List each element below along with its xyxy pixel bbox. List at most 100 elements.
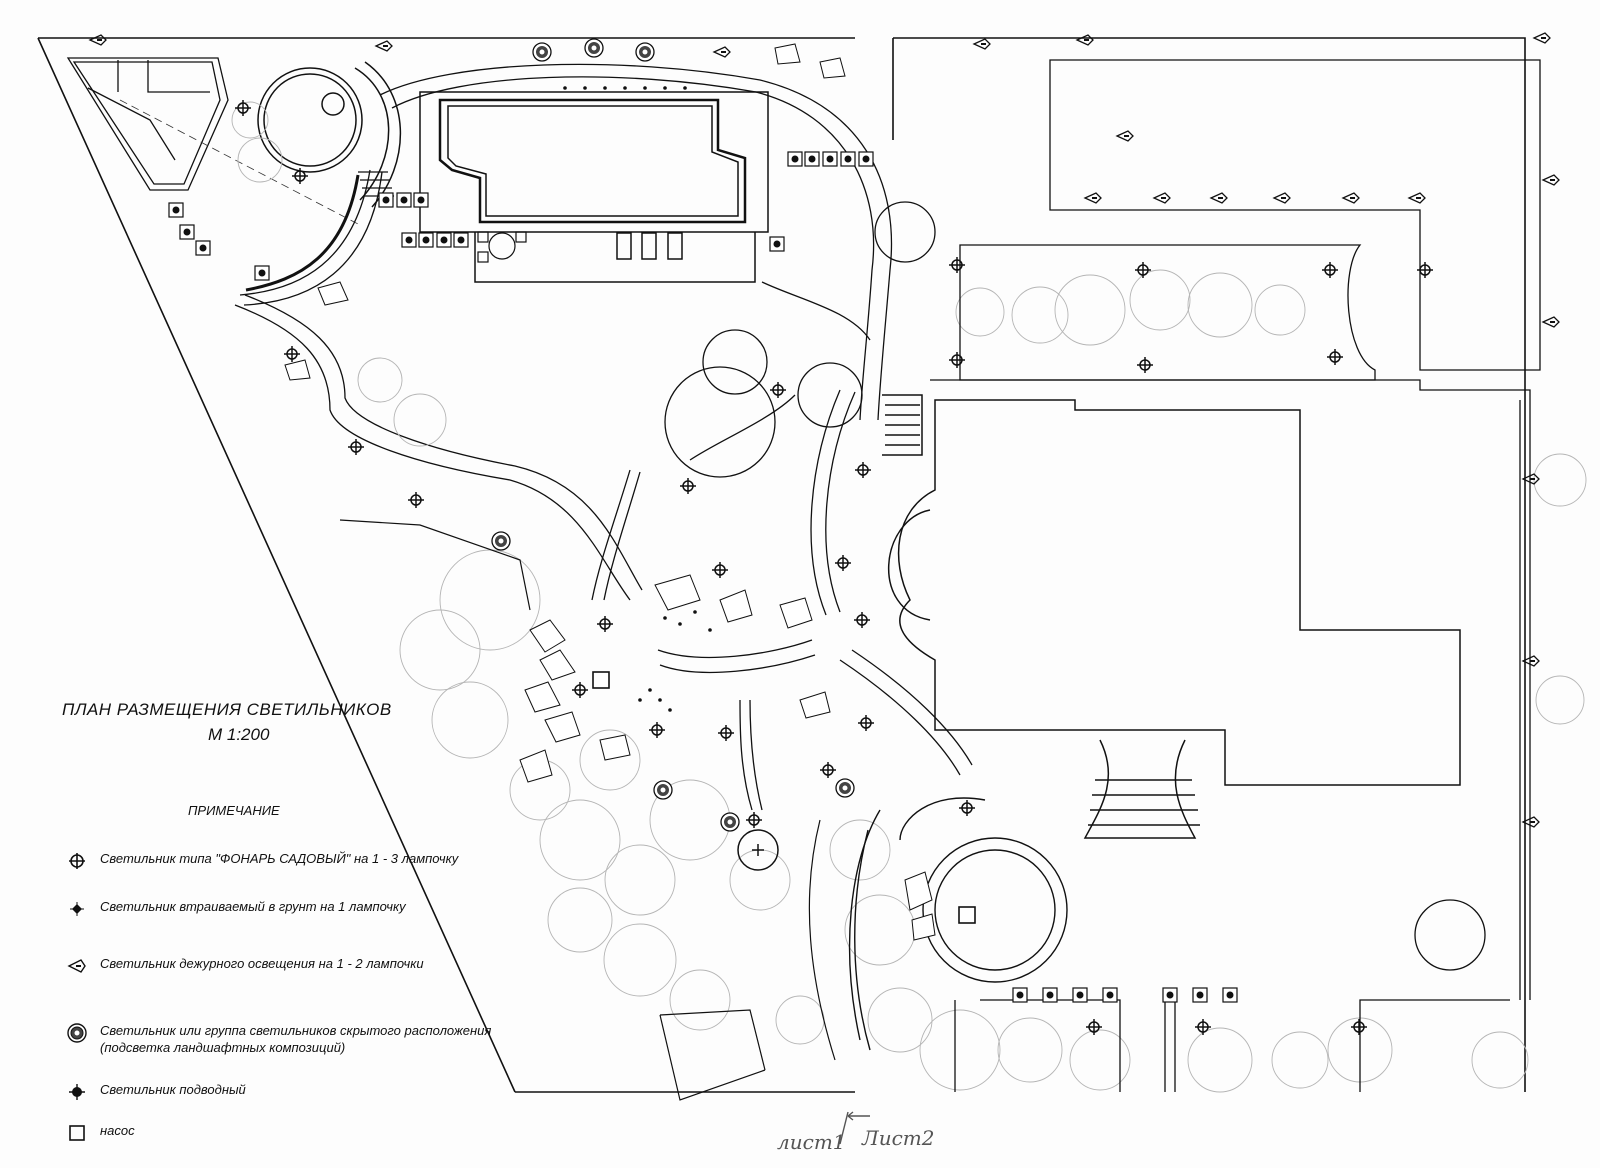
boxed-light-symbol	[168, 202, 184, 218]
legend-row-underwater: Светильник подводный	[66, 1081, 246, 1103]
garden-lantern-symbol	[820, 762, 836, 778]
circular-plaza	[848, 797, 1068, 1051]
site-boundary	[37, 37, 1526, 1093]
standby-light-symbol	[1521, 816, 1540, 828]
underwater-light-icon	[69, 1084, 85, 1100]
standby-light-symbol	[1115, 130, 1134, 142]
boxed-light-symbol	[378, 192, 394, 208]
garden-lantern-symbol	[1086, 1019, 1102, 1035]
boxed-light-symbol	[436, 232, 452, 248]
garden-lantern-symbol	[718, 725, 734, 741]
garden-lantern-symbol	[949, 257, 965, 273]
in-ground-light-icon	[70, 902, 84, 916]
standby-light-symbol	[88, 34, 107, 46]
boxed-light-symbol	[822, 151, 838, 167]
boxed-light-symbol	[418, 232, 434, 248]
standby-light-symbol	[1083, 192, 1102, 204]
garden-lantern-symbol	[1417, 262, 1433, 278]
legend-label-standby: Светильник дежурного освещения на 1 - 2 …	[100, 956, 424, 971]
terrace	[239, 169, 394, 306]
legend-label-in-ground: Светильник втраиваемый в грунт на 1 ламп…	[100, 899, 406, 914]
boxed-light-symbol	[769, 236, 785, 252]
boxed-light-symbol	[787, 151, 803, 167]
boxed-light-symbol	[1162, 987, 1178, 1003]
boxed-light-symbol	[1042, 987, 1058, 1003]
in-ground-light-symbol	[663, 86, 667, 90]
garden-lantern-symbol	[712, 562, 728, 578]
garden-lantern-symbol	[949, 352, 965, 368]
legend-row-standby: Светильник дежурного освещения на 1 - 2 …	[66, 955, 424, 977]
sheet-2-label: Лист2	[862, 1126, 935, 1150]
plan-title: ПЛАН РАЗМЕЩЕНИЯ СВЕТИЛЬНИКОВ	[62, 700, 392, 719]
standby-light-symbol	[972, 38, 991, 50]
in-ground-light-symbol	[648, 688, 652, 692]
boxed-light-symbol	[179, 224, 195, 240]
garden-lantern-symbol	[292, 168, 308, 184]
in-ground-light-symbol	[643, 86, 647, 90]
in-ground-light-symbol	[658, 698, 662, 702]
legend-row-hidden: Светильник или группа светильников скрыт…	[66, 1022, 491, 1056]
hidden-light-symbol	[720, 812, 740, 832]
house	[882, 394, 1461, 839]
garden-lantern-symbol	[858, 715, 874, 731]
garden-lantern-symbol	[1195, 1019, 1211, 1035]
hidden-light-symbol	[835, 778, 855, 798]
in-ground-light-symbol	[693, 610, 697, 614]
pump-symbol	[958, 906, 976, 924]
corner-pavilion	[66, 57, 229, 191]
light-symbols-layer	[88, 32, 1560, 1035]
boxed-light-symbol	[840, 151, 856, 167]
boxed-light-symbol	[858, 151, 874, 167]
boxed-light-symbol	[254, 265, 270, 281]
in-ground-light-symbol	[668, 708, 672, 712]
in-ground-light-symbol	[603, 86, 607, 90]
boxed-light-symbol	[1012, 987, 1028, 1003]
legend-label-pump: насос	[100, 1123, 135, 1138]
standby-light-symbol	[1521, 655, 1540, 667]
lawn-edges	[339, 519, 836, 1101]
boxed-light-symbol	[1102, 987, 1118, 1003]
legend-row-garden-lantern: Светильник типа "ФОНАРЬ САДОВЫЙ" на 1 - …	[66, 850, 458, 872]
garden-lantern-symbol	[680, 478, 696, 494]
pool	[419, 91, 769, 283]
garden-lantern-symbol	[746, 812, 762, 828]
garden-lantern-symbol	[348, 439, 364, 455]
standby-light-symbol	[712, 46, 731, 58]
standby-light-symbol	[1152, 192, 1171, 204]
garden-lantern-symbol	[1322, 262, 1338, 278]
parking-zones	[930, 59, 1541, 1092]
garden-lantern-symbol	[855, 462, 871, 478]
garden-lantern-symbol	[1137, 357, 1153, 373]
in-ground-light-symbol	[678, 622, 682, 626]
in-ground-light-symbol	[708, 628, 712, 632]
boxed-light-symbol	[1222, 987, 1238, 1003]
boxed-light-symbol	[453, 232, 469, 248]
garden-paths	[234, 63, 973, 811]
garden-lantern-symbol	[284, 346, 300, 362]
standby-light-symbol	[1341, 192, 1360, 204]
pump-icon	[69, 1125, 85, 1141]
hidden-light-symbol	[584, 38, 604, 58]
standby-light-symbol	[374, 40, 393, 52]
dashed-axis	[119, 99, 361, 226]
standby-light-symbol	[1209, 192, 1228, 204]
garden-lantern-symbol	[835, 555, 851, 571]
boxed-light-symbol	[396, 192, 412, 208]
garden-lantern-symbol	[408, 492, 424, 508]
standby-light-symbol	[1541, 316, 1560, 328]
standby-light-symbol	[1521, 473, 1540, 485]
standby-light-symbol	[1075, 34, 1094, 46]
boxed-light-symbol	[804, 151, 820, 167]
legend-label-hidden: Светильник или группа светильников скрыт…	[100, 1023, 492, 1055]
standby-light-symbol	[1541, 174, 1560, 186]
garden-lantern-symbol	[1327, 349, 1343, 365]
in-ground-light-symbol	[663, 616, 667, 620]
hidden-light-symbol	[635, 42, 655, 62]
hidden-light-symbol	[653, 780, 673, 800]
hidden-light-symbol	[491, 531, 511, 551]
pump-symbol	[592, 671, 610, 689]
in-ground-light-symbol	[563, 86, 567, 90]
boxed-light-symbol	[413, 192, 429, 208]
